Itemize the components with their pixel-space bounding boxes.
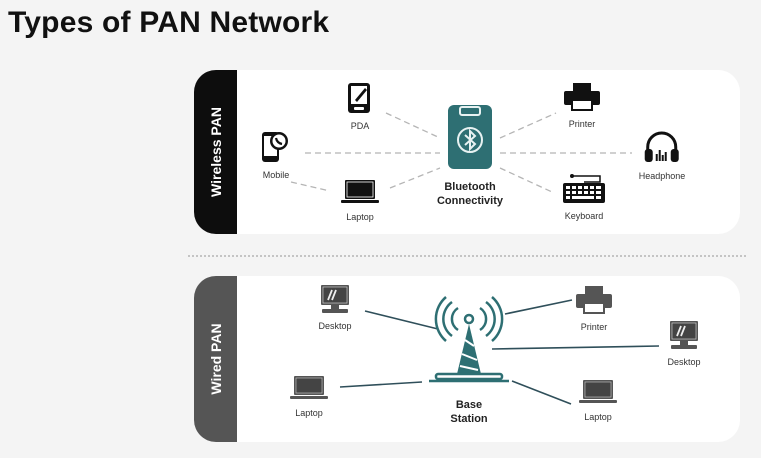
laptop-icon bbox=[341, 180, 379, 203]
device-pda: PDA bbox=[346, 82, 374, 131]
device-headphone: Headphone bbox=[639, 130, 685, 181]
pda-icon bbox=[348, 83, 370, 113]
bluetooth-hub bbox=[447, 104, 493, 175]
link-laptop-1 bbox=[339, 381, 423, 388]
device-printer-wireless: Printer bbox=[563, 82, 601, 129]
link-desktop-1 bbox=[364, 310, 439, 330]
link-desktop-2 bbox=[491, 345, 660, 350]
mobile-phone-icon bbox=[262, 132, 288, 162]
section-divider bbox=[188, 255, 746, 257]
bluetooth-hub-label: Bluetooth Connectivity bbox=[436, 181, 504, 207]
laptop-icon bbox=[290, 376, 328, 399]
device-laptop-2: Laptop bbox=[578, 379, 618, 422]
cell-tower-icon bbox=[429, 296, 509, 383]
headphone-icon bbox=[644, 131, 679, 162]
printer-icon bbox=[564, 83, 600, 111]
wired-pan-tab: Wired PAN bbox=[194, 276, 237, 442]
device-keyboard: Keyboard bbox=[562, 172, 606, 221]
keyboard-icon bbox=[563, 174, 605, 203]
base-station-hub bbox=[428, 296, 510, 391]
laptop-icon bbox=[579, 380, 617, 403]
desktop-icon bbox=[670, 321, 698, 349]
page-title: Types of PAN Network bbox=[8, 6, 330, 39]
link-laptop-wireless bbox=[290, 181, 331, 192]
wired-pan-panel: Wired PAN bbox=[194, 276, 740, 442]
bluetooth-phone-icon bbox=[448, 105, 492, 169]
printer-icon bbox=[576, 286, 612, 314]
link-printer-wireless bbox=[499, 112, 557, 139]
device-desktop-1: Desktop bbox=[318, 284, 352, 331]
link-pda bbox=[385, 112, 441, 139]
device-mobile: Mobile bbox=[261, 131, 291, 180]
desktop-icon bbox=[321, 285, 349, 313]
wireless-pan-tab: Wireless PAN bbox=[194, 70, 237, 234]
link-printer-wired bbox=[504, 299, 573, 315]
base-station-label: Base Station bbox=[450, 399, 488, 425]
link-laptop-2 bbox=[511, 380, 572, 405]
link-laptop-wireless-hub bbox=[389, 167, 441, 189]
link-keyboard bbox=[499, 167, 553, 193]
device-laptop-1: Laptop bbox=[289, 375, 329, 418]
device-desktop-2: Desktop bbox=[667, 320, 701, 367]
device-laptop-wireless: Laptop bbox=[340, 179, 380, 222]
device-printer-wired: Printer bbox=[575, 285, 613, 332]
